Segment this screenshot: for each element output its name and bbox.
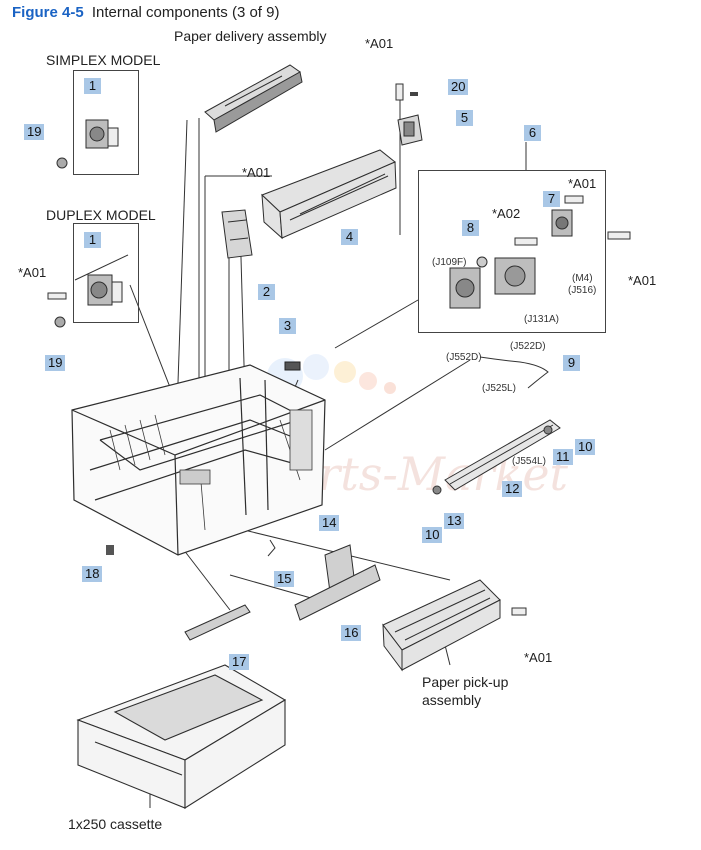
paper-delivery-part (204, 64, 303, 133)
caption-paper-delivery: Paper delivery assembly (174, 28, 327, 44)
duplex-screw-part (47, 292, 67, 300)
callout-18: 18 (82, 566, 103, 582)
cable-part-9 (479, 356, 549, 389)
callout-10-right: 10 (575, 439, 596, 455)
label-j516: (J516) (568, 285, 597, 296)
callout-2: 2 (258, 284, 275, 300)
fuser-part (261, 149, 397, 240)
lower-parts (184, 544, 381, 641)
label-j525l: (J525L) (482, 383, 516, 394)
small-part-18 (106, 545, 114, 555)
caption-duplex-model: DUPLEX MODEL (46, 207, 156, 223)
screw-a01-right (607, 231, 631, 240)
callout-13: 13 (444, 513, 465, 529)
duplex-washer-part (54, 316, 66, 328)
figure-header: Figure 4-5 Internal components (3 of 9) (12, 4, 279, 21)
label-a01-box: *A01 (568, 176, 597, 191)
callout-16: 16 (341, 625, 362, 641)
label-j522d: (J522D) (510, 341, 546, 352)
label-j554l: (J554L) (512, 456, 546, 467)
callout-12: 12 (502, 481, 523, 497)
callout-6: 6 (524, 125, 541, 141)
bracket-part-5 (397, 114, 423, 146)
label-a02: *A02 (492, 206, 521, 221)
small-part-20 (410, 92, 418, 96)
screw-a01-top (395, 83, 404, 101)
rail-part-12 (444, 419, 561, 491)
callout-19-duplex: 19 (45, 355, 66, 371)
caption-pickup-line1: Paper pick-up (422, 674, 509, 690)
guide-part-16 (294, 564, 381, 621)
simplex-washer-part (56, 157, 68, 169)
spring-part-15 (267, 539, 276, 557)
small-part-11 (543, 425, 553, 435)
duplex-model-frame (73, 223, 139, 323)
callout-15: 15 (274, 571, 295, 587)
bracket-part-2 (221, 209, 253, 259)
screw-a02 (514, 237, 538, 246)
label-j131a: (J131A) (524, 314, 560, 325)
callout-19-simplex: 19 (24, 124, 45, 140)
callout-20: 20 (448, 79, 469, 95)
callout-9: 9 (563, 355, 580, 371)
label-j109f: (J109F) (432, 257, 467, 268)
item-6-group-frame (418, 170, 606, 333)
callout-11: 11 (553, 449, 573, 465)
small-part-3 (284, 361, 301, 371)
label-a01-top: *A01 (365, 36, 394, 51)
caption-cassette: 1x250 cassette (68, 816, 163, 832)
chassis-detail (109, 409, 313, 531)
caption-pickup-line2: assembly (422, 692, 482, 708)
duplex-gear-part (87, 274, 123, 306)
callout-8: 8 (462, 220, 479, 236)
figure-title: Internal components (3 of 9) (91, 4, 280, 21)
callout-1-simplex: 1 (84, 78, 101, 94)
callout-10-left: 10 (422, 527, 443, 543)
callout-3: 3 (279, 318, 296, 334)
label-j552d: (J552D) (446, 352, 482, 363)
label-m4: (M4) (572, 273, 593, 284)
small-part-13 (432, 485, 442, 495)
guide-part-17 (184, 604, 251, 641)
pickup-assembly-part (382, 579, 501, 672)
callout-17: 17 (229, 654, 250, 670)
screw-a01-box (564, 195, 584, 204)
callout-14: 14 (319, 515, 340, 531)
label-a01-fuser: *A01 (242, 165, 271, 180)
callout-1-duplex: 1 (84, 232, 101, 248)
label-a01-right: *A01 (628, 273, 657, 288)
simplex-gear-part (85, 119, 119, 149)
label-a01-pickup: *A01 (524, 650, 553, 665)
screw-a01-pickup (511, 607, 527, 616)
caption-simplex-model: SIMPLEX MODEL (46, 52, 161, 68)
callout-5: 5 (456, 110, 473, 126)
printer-chassis (71, 364, 326, 556)
callout-7: 7 (543, 191, 560, 207)
label-a01-duplex: *A01 (18, 265, 47, 280)
motor-assembly-part (449, 209, 573, 309)
callout-4: 4 (341, 229, 358, 245)
cassette-part (76, 664, 287, 809)
figure-number: Figure 4-5 (12, 4, 84, 21)
simplex-model-frame (73, 70, 139, 175)
